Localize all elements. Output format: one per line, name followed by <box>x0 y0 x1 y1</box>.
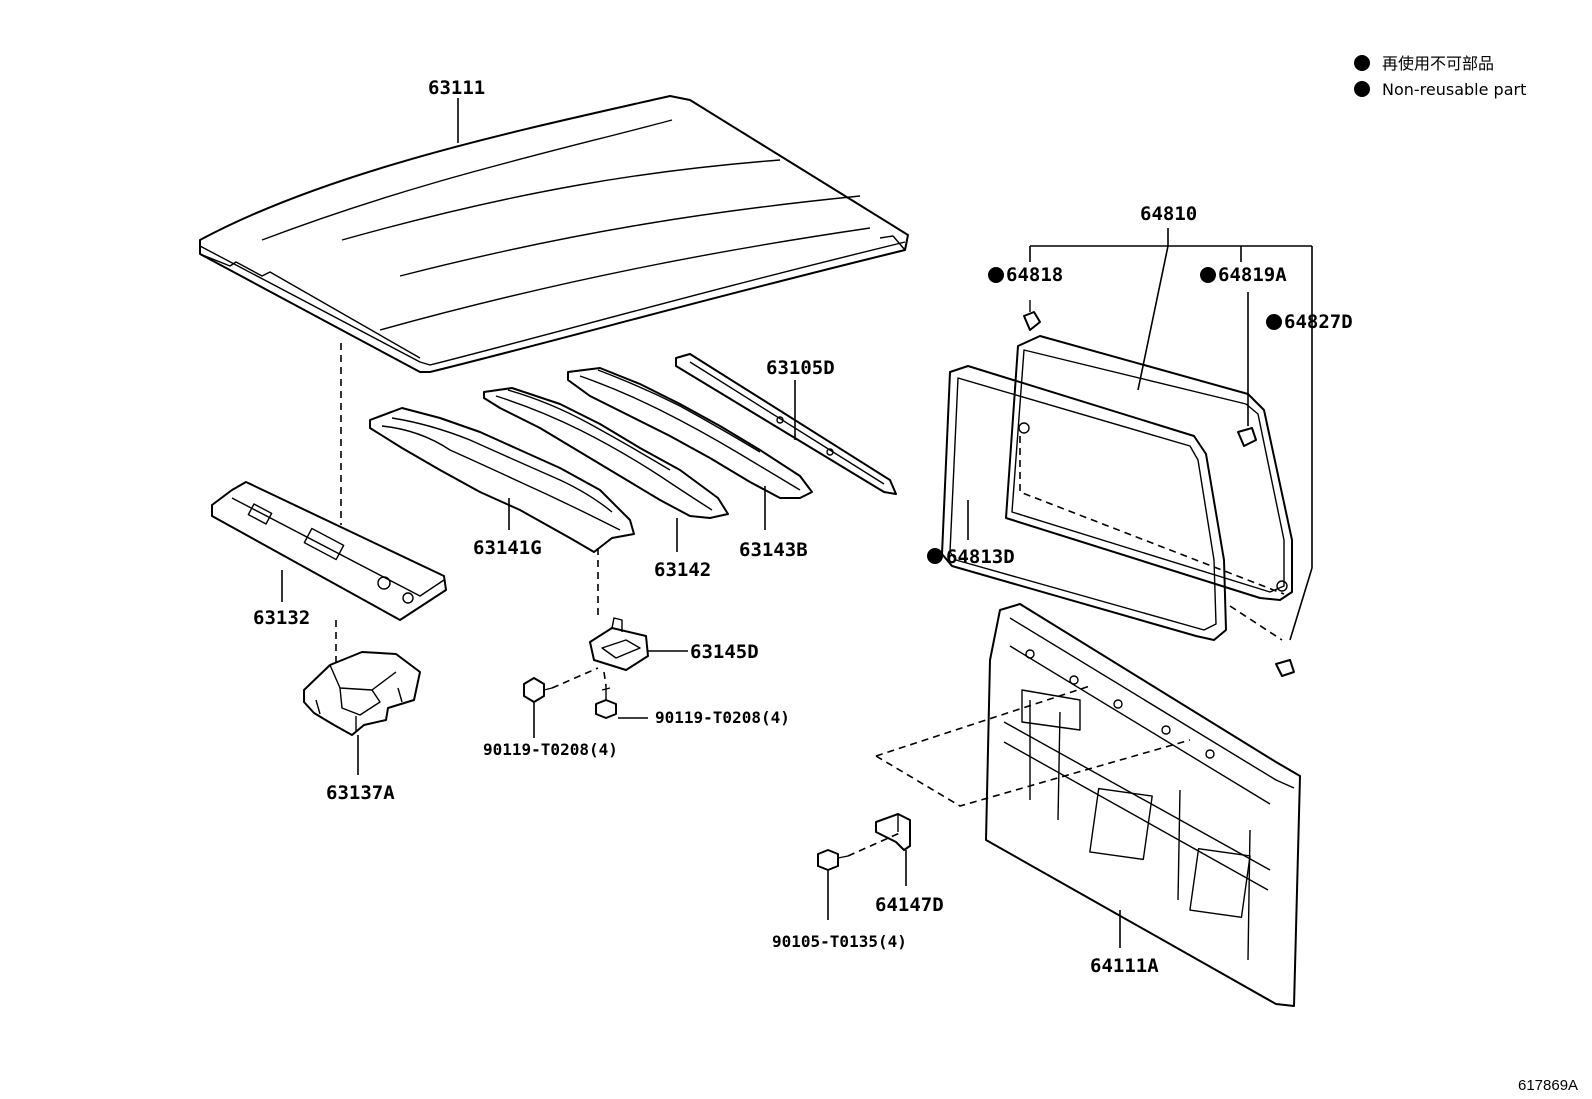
rear-roof-header-63105D[interactable] <box>675 353 897 495</box>
window-weatherstrip-64813D[interactable] <box>941 365 1227 641</box>
label-64819A: 64819A <box>1218 264 1287 286</box>
non-reusable-dot-icon <box>988 267 1004 283</box>
non-reusable-dot-icon <box>1354 55 1370 71</box>
label-90119-left: 90119-T0208(4) <box>483 740 618 759</box>
back-panel-bracket-64147D[interactable] <box>875 813 911 851</box>
back-window-glass[interactable] <box>1005 335 1293 601</box>
illustration-ref-number: 617869A <box>1518 1077 1578 1094</box>
label-63142: 63142 <box>654 559 711 581</box>
bolt-90105[interactable] <box>817 849 849 871</box>
non-reusable-dot-icon <box>1266 314 1282 330</box>
label-64111A: 64111A <box>1090 955 1159 977</box>
non-reusable-dot-icon <box>927 548 943 564</box>
non-reusable-dot-icon <box>1200 267 1216 283</box>
label-90119-right: 90119-T0208(4) <box>655 708 790 727</box>
roof-bow-63142[interactable] <box>483 387 729 519</box>
legend-english: Non-reusable part <box>1382 80 1526 99</box>
clip-64819A[interactable] <box>1237 427 1257 447</box>
bolt-90119-right[interactable] <box>595 686 617 719</box>
label-63141G: 63141G <box>473 537 542 559</box>
label-63137A: 63137A <box>326 782 395 804</box>
label-90105: 90105-T0135(4) <box>772 932 907 951</box>
roof-panel-63111[interactable] <box>199 95 909 373</box>
label-64818: 64818 <box>1006 264 1063 286</box>
label-63145D: 63145D <box>690 641 759 663</box>
clip-64818[interactable] <box>1023 300 1041 331</box>
roof-bow-bracket-63145D[interactable] <box>589 617 649 671</box>
label-64810: 64810 <box>1140 203 1197 225</box>
label-64827D: 64827D <box>1284 311 1353 333</box>
label-64813D: 64813D <box>946 546 1015 568</box>
label-63105D: 63105D <box>766 357 835 379</box>
legend: 再使用不可部品 Non-reusable part <box>1354 54 1526 99</box>
label-63143B: 63143B <box>739 539 808 561</box>
label-64147D: 64147D <box>875 894 944 916</box>
roof-bow-63141G[interactable] <box>369 407 635 553</box>
label-63111: 63111 <box>428 77 485 99</box>
label-63132: 63132 <box>253 607 310 629</box>
non-reusable-dot-icon <box>1354 81 1370 97</box>
bolt-90119-left[interactable] <box>523 677 553 703</box>
roof-header-bracket-63137A[interactable] <box>303 651 421 736</box>
legend-japanese: 再使用不可部品 <box>1382 54 1494 73</box>
roof-bow-63143B[interactable] <box>567 367 813 499</box>
back-panel-64111A[interactable] <box>985 603 1301 1007</box>
clip-64827D[interactable] <box>1275 659 1295 677</box>
front-roof-header-63132[interactable] <box>211 481 447 621</box>
